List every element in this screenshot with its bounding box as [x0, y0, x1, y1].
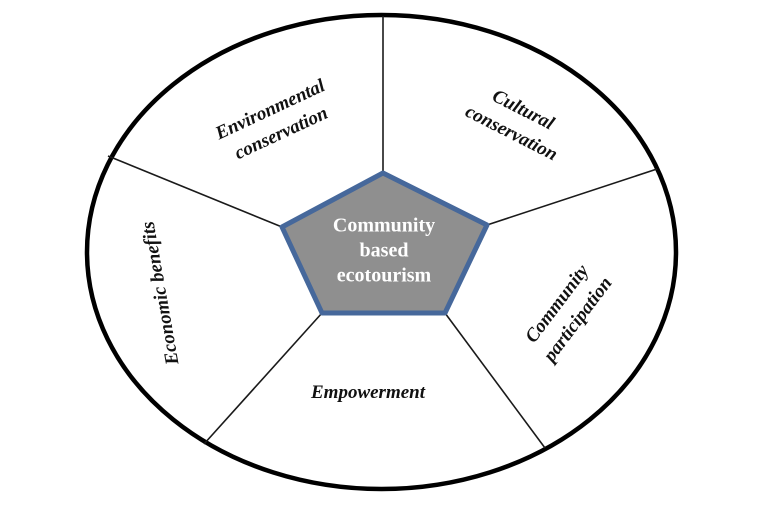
divider-line-upper-right: [486, 168, 658, 226]
center-label-line-1: Community: [332, 214, 436, 237]
divider-line-lower-right: [444, 312, 546, 449]
center-label-line-2: based: [359, 239, 409, 262]
empowerment-line-1: Empowerment: [310, 382, 426, 403]
center-pentagon: [279, 170, 490, 316]
divider-line-upper-left: [107, 155, 283, 228]
sector-label-empowerment: Empowerment: [311, 380, 425, 406]
center-pentagon-label: Community based ecotourism: [333, 214, 435, 289]
divider-line-lower-left: [203, 312, 323, 445]
outer-ellipse: [84, 12, 679, 492]
center-label-line-3: ecotourism: [336, 264, 432, 287]
